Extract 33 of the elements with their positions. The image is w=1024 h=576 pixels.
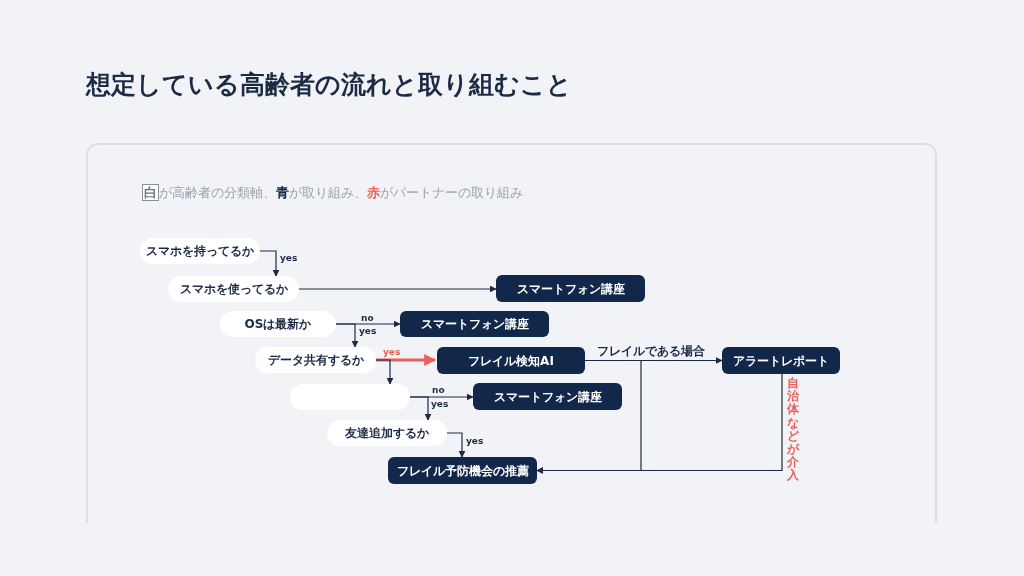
arrow bbox=[536, 373, 783, 474]
question-pill: スマホを持ってるか bbox=[140, 238, 260, 264]
action-box: フレイル検知AI bbox=[437, 347, 585, 374]
action-box: スマートフォン講座 bbox=[400, 311, 549, 337]
arrow bbox=[446, 432, 466, 458]
arrow bbox=[335, 323, 359, 348]
edge-label: no bbox=[361, 314, 374, 323]
question-pill: OSは最新か bbox=[220, 311, 336, 337]
edge-label: yes bbox=[431, 400, 449, 409]
arrow bbox=[375, 359, 394, 385]
edge-label: yes bbox=[359, 327, 377, 336]
edge-label: yes bbox=[466, 437, 484, 446]
action-box: スマートフォン講座 bbox=[496, 275, 645, 302]
edge-label: yes bbox=[383, 348, 401, 357]
legend-item: 青が取り組み、 bbox=[276, 184, 367, 202]
arrow bbox=[259, 250, 280, 277]
edge-label: 自治体などが介入 bbox=[787, 377, 799, 483]
legend-item: 赤がパートナーの取り組み bbox=[367, 184, 523, 202]
question-pill bbox=[290, 384, 410, 410]
action-box: スマートフォン講座 bbox=[473, 383, 622, 410]
arrow bbox=[298, 285, 497, 293]
question-pill: 友達追加するか bbox=[327, 420, 447, 446]
title: 想定している高齢者の流れと取り組むこと bbox=[86, 69, 572, 101]
legend-item: 白が高齢者の分類軸、 bbox=[142, 183, 276, 203]
edge-label: no bbox=[432, 386, 445, 395]
question-pill: データ共有するか bbox=[255, 347, 376, 373]
arrow bbox=[409, 396, 432, 421]
action-box: フレイル予防機会の推薦 bbox=[388, 457, 537, 484]
question-pill: スマホを使ってるか bbox=[168, 276, 299, 302]
action-box: アラートレポート bbox=[722, 347, 840, 374]
edge-label: yes bbox=[280, 254, 298, 263]
arrow bbox=[376, 354, 437, 366]
edge-label: フレイルである場合 bbox=[597, 345, 705, 357]
